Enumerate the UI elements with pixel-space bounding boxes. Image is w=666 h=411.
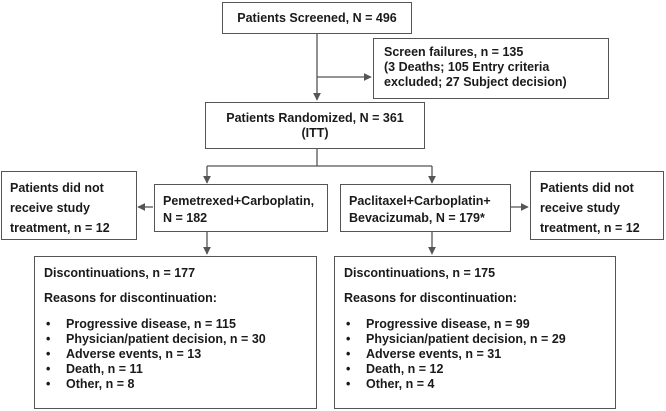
arm-left-line: N = 182 (163, 211, 208, 225)
patients-randomized-line: (ITT) (301, 126, 329, 140)
bullet-icon: • (46, 317, 51, 331)
no-treatment-right-line: Patients did not (540, 181, 634, 195)
reason-text: Adverse events, n = 31 (366, 347, 502, 361)
reasons-heading-left: Reasons for discontinuation: (44, 291, 217, 305)
no-treatment-left-line: Patients did not (10, 181, 104, 195)
screen-failures-line: (3 Deaths; 105 Entry criteria (384, 60, 550, 74)
reason-text: Adverse events, n = 13 (66, 347, 202, 361)
arm-right-line: Paclitaxel+Carboplatin+ (349, 194, 491, 208)
discontinuations-left-box: Discontinuations, n = 177 Reasons for di… (34, 256, 317, 409)
arm-right-line: Bevacizumab, N = 179* (349, 211, 485, 225)
no-treatment-left-line: receive study (10, 201, 90, 215)
reason-text: Progressive disease, n = 115 (66, 317, 236, 331)
reasons-list-left: • Progressive disease, n = 115 • Physician… (44, 317, 316, 392)
patients-screened-label: Patients Screened, N = 496 (237, 11, 397, 25)
discontinuations-right-title: Discontinuations, n = 175 (344, 266, 496, 280)
reason-text: Death, n = 12 (366, 362, 444, 376)
paclitaxel-carboplatin-bevacizumab-arm-box: Paclitaxel+Carboplatin+ Bevacizumab, N =… (340, 184, 511, 232)
reason-text: Other, n = 8 (66, 377, 135, 391)
bullet-icon: • (46, 377, 51, 391)
list-item: • Physician/patient decision, n = 29 (344, 332, 615, 347)
bullet-icon: • (346, 347, 351, 361)
list-item: • Physician/patient decision, n = 30 (44, 332, 316, 347)
bullet-icon: • (46, 332, 51, 346)
list-item: • Death, n = 11 (44, 362, 316, 377)
reason-text: Death, n = 11 (66, 362, 143, 376)
bullet-icon: • (346, 377, 351, 391)
no-treatment-right-line: treatment, n = 12 (540, 221, 640, 235)
pemetrexed-carboplatin-arm-box: Pemetrexed+Carboplatin, N = 182 (154, 184, 328, 232)
discontinuations-left-title: Discontinuations, n = 177 (44, 266, 196, 280)
patients-randomized-line: Patients Randomized, N = 361 (226, 111, 404, 125)
screen-failures-line: Screen failures, n = 135 (384, 45, 524, 59)
list-item: • Death, n = 12 (344, 362, 615, 377)
reasons-list-right: • Progressive disease, n = 99 • Physician/… (344, 317, 615, 392)
reasons-heading-right: Reasons for discontinuation: (344, 291, 517, 305)
patients-randomized-box: Patients Randomized, N = 361 (ITT) (205, 102, 425, 149)
reason-text: Physician/patient decision, n = 29 (366, 332, 566, 346)
list-item: • Other, n = 4 (344, 377, 615, 392)
list-item: • Adverse events, n = 31 (344, 347, 615, 362)
bullet-icon: • (346, 332, 351, 346)
no-treatment-left-line: treatment, n = 12 (10, 221, 110, 235)
arm-left-line: Pemetrexed+Carboplatin, (163, 194, 315, 208)
no-treatment-right-line: receive study (540, 201, 620, 215)
discontinuations-right-box: Discontinuations, n = 175 Reasons for di… (334, 256, 616, 409)
reason-text: Physician/patient decision, n = 30 (66, 332, 266, 346)
list-item: • Adverse events, n = 13 (44, 347, 316, 362)
bullet-icon: • (346, 317, 351, 331)
no-treatment-right-box: Patients did not receive study treatment… (530, 171, 664, 240)
bullet-icon: • (346, 362, 351, 376)
reason-text: Other, n = 4 (366, 377, 435, 391)
screen-failures-line: excluded; 27 Subject decision) (384, 75, 567, 89)
patients-screened-box: Patients Screened, N = 496 (222, 2, 412, 34)
list-item: • Other, n = 8 (44, 377, 316, 392)
screen-failures-box: Screen failures, n = 135 (3 Deaths; 105 … (373, 38, 609, 99)
reason-text: Progressive disease, n = 99 (366, 317, 530, 331)
bullet-icon: • (46, 347, 51, 361)
bullet-icon: • (46, 362, 51, 376)
no-treatment-left-box: Patients did not receive study treatment… (1, 171, 137, 240)
list-item: • Progressive disease, n = 99 (344, 317, 615, 332)
list-item: • Progressive disease, n = 115 (44, 317, 316, 332)
